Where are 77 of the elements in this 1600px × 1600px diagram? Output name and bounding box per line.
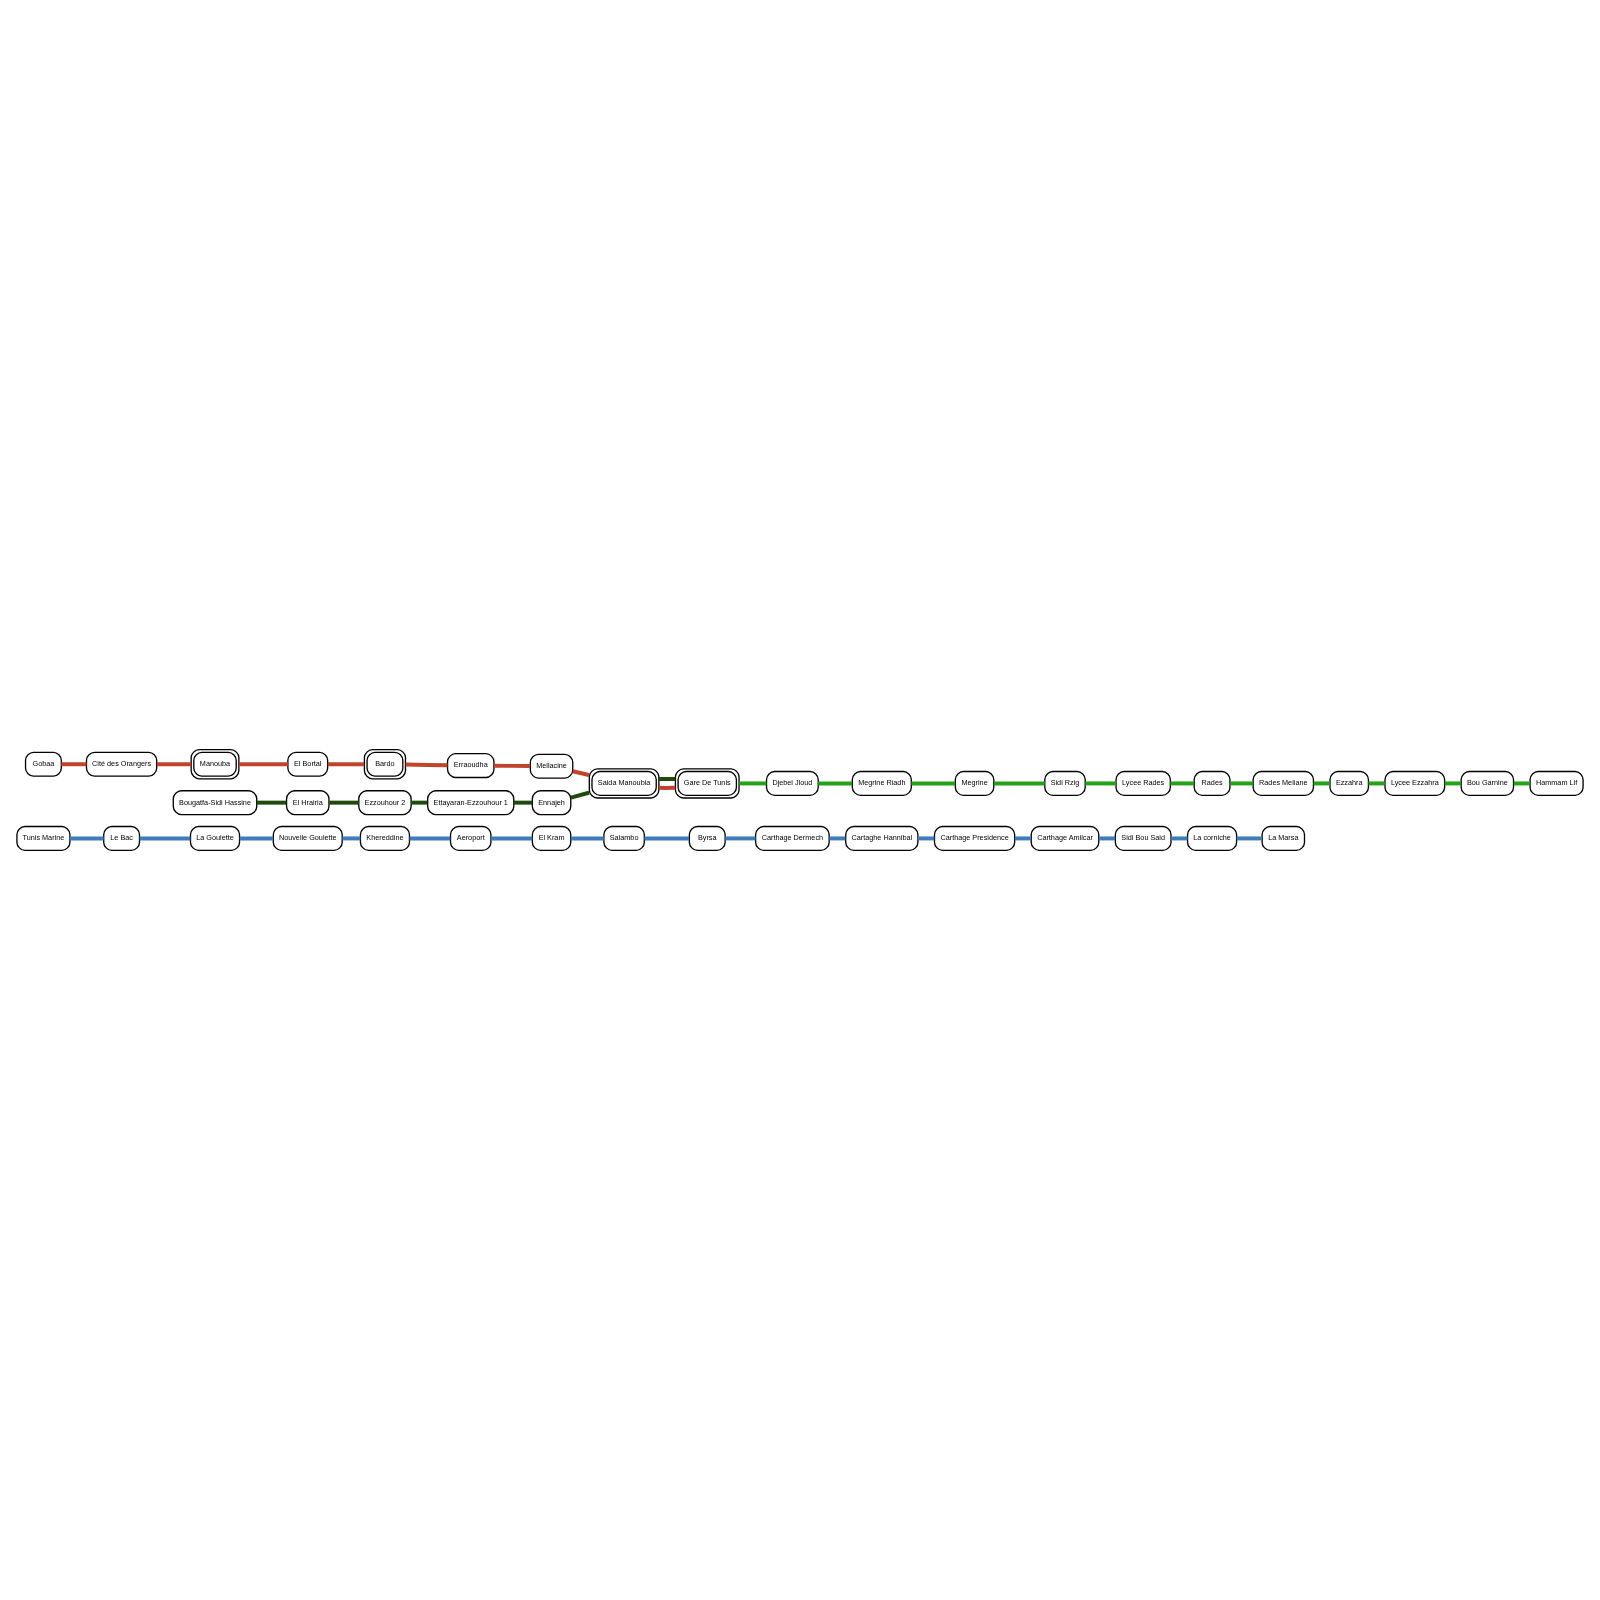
node-box: El Bortal (287, 751, 329, 777)
node-box: Megrine Riadh (851, 770, 912, 797)
connector (570, 790, 590, 800)
node-box: Mellacine (529, 753, 574, 779)
connector (918, 836, 935, 841)
connector (739, 781, 767, 786)
node-box: Salambo (603, 825, 645, 851)
node-box: El Kram (531, 825, 572, 851)
node-box: El Hrairia (285, 790, 330, 816)
connector (156, 762, 192, 767)
connector (911, 781, 956, 786)
node-box: Tunis Marine (16, 825, 71, 851)
node-box: Gobaa (24, 751, 62, 777)
node-box: Lycee Rades (1115, 770, 1171, 797)
node-box: Ennajeh (531, 790, 572, 816)
node-box: Rades Meliane (1252, 770, 1315, 797)
node-box: Cité des Orangers (85, 751, 158, 777)
connector (1230, 781, 1254, 786)
node-box: Erraoudha (446, 752, 495, 779)
node-box: La Goulette (189, 825, 241, 851)
node-box: Ettayaran-Ezzouhour 1 (427, 790, 515, 816)
connector (411, 800, 428, 805)
connector (570, 836, 604, 841)
connector (572, 769, 590, 778)
connector (342, 836, 361, 841)
connector (405, 762, 448, 768)
connector (409, 836, 451, 841)
connector (1171, 836, 1188, 841)
connector (493, 763, 531, 769)
connector (1313, 781, 1330, 786)
node-box: Lycee Ezzahra (1384, 770, 1446, 797)
connector (1368, 781, 1385, 786)
connector (1085, 781, 1116, 786)
connector (644, 836, 690, 841)
connector (139, 836, 191, 841)
connector (491, 836, 533, 841)
connector (818, 781, 853, 786)
node-box: La Marsa (1261, 825, 1306, 851)
node-box: Khereddine (359, 825, 411, 851)
node-box: Carthage Presidence (933, 825, 1016, 851)
connector (70, 836, 104, 841)
node-box: Rades (1193, 770, 1231, 797)
node-box: Hammam Lif (1529, 770, 1584, 797)
node-box: Bou Garnine (1460, 770, 1515, 797)
node-box: Sidi Rzig (1044, 770, 1086, 797)
connector (658, 785, 676, 790)
node-box: Carthage Dermech (754, 825, 830, 851)
node-box: Ezzahra (1329, 770, 1370, 797)
connector (1236, 836, 1262, 841)
connector (1098, 836, 1116, 841)
connector (1014, 836, 1031, 841)
node-box: Nouvelle Goulette (272, 825, 343, 851)
connector (256, 800, 287, 805)
node-box: Megrine (954, 770, 995, 797)
node-box: Aeroport (449, 825, 492, 851)
node-box: Ezzouhour 2 (358, 790, 412, 816)
connector (239, 762, 288, 767)
node-box: Bougatfa-Sidi Hassine (172, 790, 258, 816)
connector (329, 800, 359, 805)
connector (513, 800, 533, 805)
connector (1513, 781, 1530, 786)
node-box: Cartaghe Hannibal (845, 825, 919, 851)
connector (829, 836, 846, 841)
node-box: La corniche (1186, 825, 1238, 851)
node-box: Byrsa (688, 825, 726, 851)
connector (993, 781, 1045, 786)
connector (658, 777, 676, 782)
connector (1444, 781, 1462, 786)
connector (239, 836, 274, 841)
connector (725, 836, 756, 841)
connector (61, 762, 87, 767)
node-box: Le Bac (103, 825, 141, 851)
node-box: Djebel Jloud (765, 770, 819, 797)
connector (1170, 781, 1195, 786)
node-box: Carthage Amilcar (1030, 825, 1100, 851)
connector (327, 762, 365, 767)
node-box: Sidi Bou Said (1114, 825, 1172, 851)
